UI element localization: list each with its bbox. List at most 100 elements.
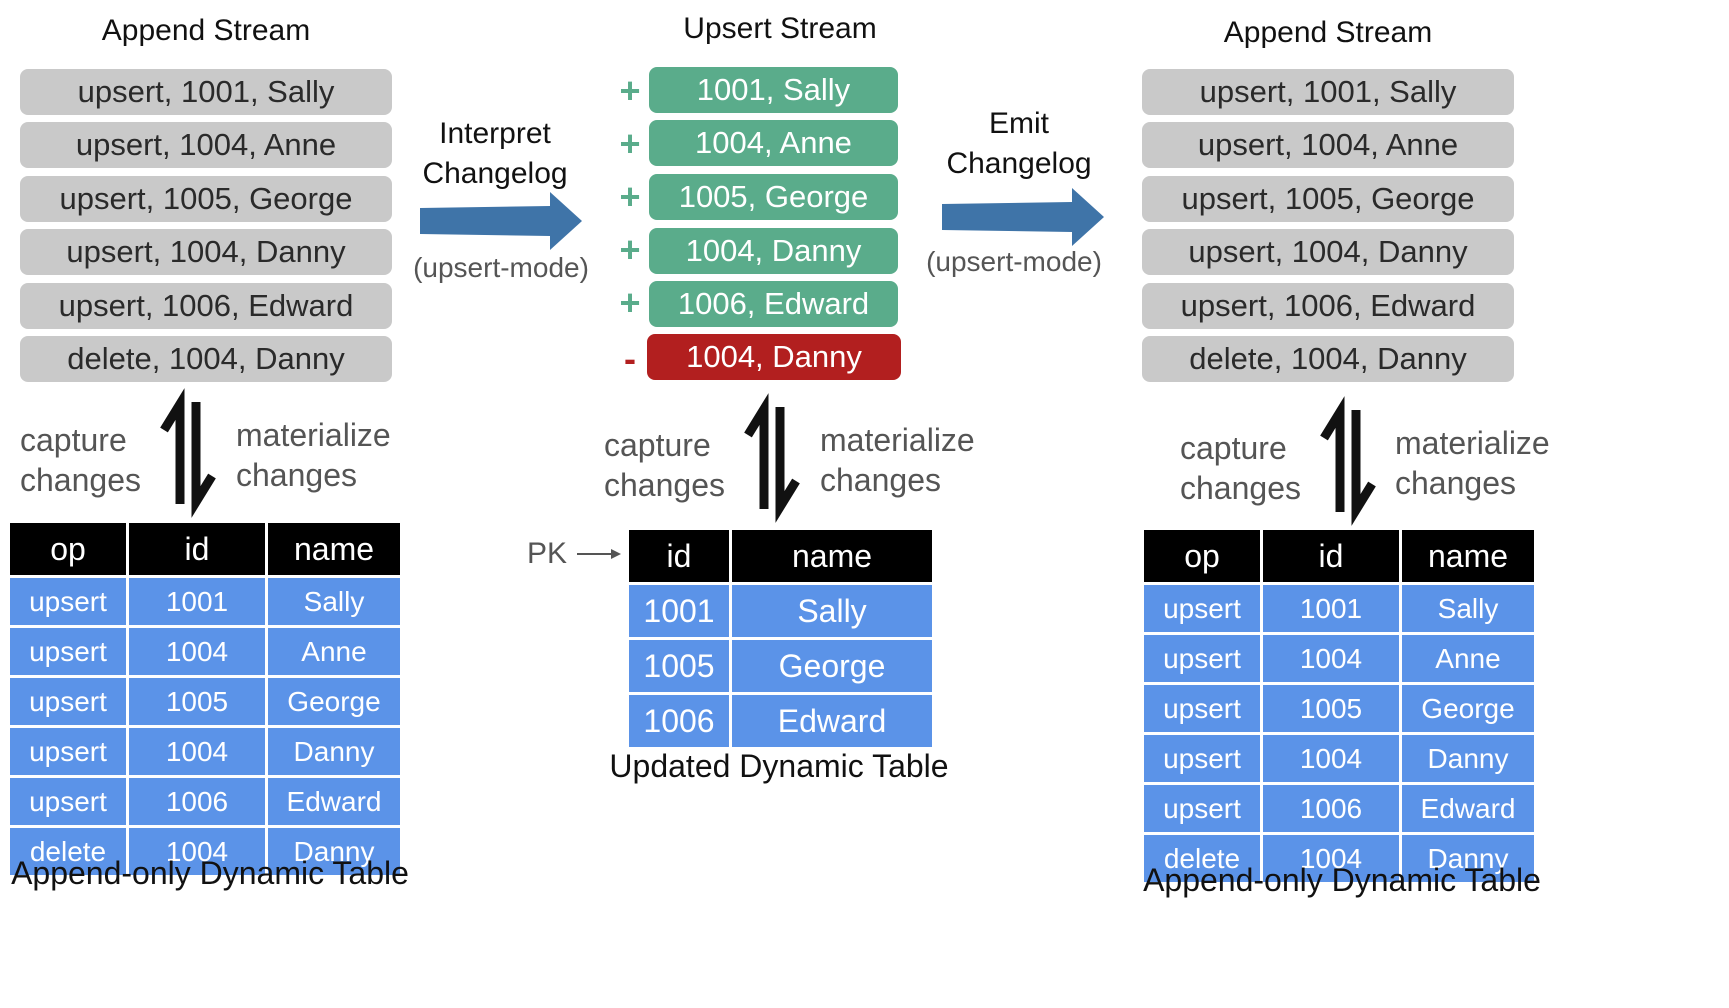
table-cell: Anne [1400,632,1534,684]
middle-bidirectional-arrow-icon [744,393,800,523]
emit-mode-label: (upsert-mode) [926,246,1102,277]
table-cell: Anne [266,625,400,677]
table-cell: 1004 [127,725,268,777]
table-cell: George [1400,682,1534,734]
table-cell: upsert [10,575,129,627]
table-cell: 1006 [629,692,732,747]
right-stream-record: upsert, 1006, Edward [1142,283,1514,329]
left-stream-record: upsert, 1001, Sally [20,69,392,115]
table-cell: Edward [266,775,400,827]
table-cell: 1001 [629,582,732,639]
table-cell: Sally [730,582,932,639]
table-cell: Danny [266,725,400,777]
primary-key-arrow-icon [577,549,621,559]
left-stream-record: delete, 1004, Danny [20,336,392,382]
left-stream-record: upsert, 1004, Danny [20,229,392,275]
upsert-record: 1001, Sally [649,67,898,113]
table-cell: 1004 [1261,732,1402,784]
table-cell: upsert [10,725,129,777]
delete-sign: - [624,338,636,379]
delete-record: 1004, Danny [647,334,901,380]
table-cell: upsert [10,675,129,727]
table-cell: Danny [266,825,400,875]
insert-sign: + [619,70,641,111]
left-stream-record: upsert, 1005, George [20,176,392,222]
table-cell: delete [10,825,129,875]
table-cell: 1004 [1261,832,1402,882]
right-stream-record: upsert, 1001, Sally [1142,69,1514,115]
table-cell: 1004 [1261,632,1402,684]
table-header: name [730,530,932,584]
table-header: id [1261,530,1402,584]
table-cell: upsert [10,625,129,677]
table-cell: 1005 [1261,682,1402,734]
table-cell: 1005 [629,637,732,694]
interpret-mode-label: (upsert-mode) [413,252,589,283]
insert-sign: + [619,282,641,323]
left-table-caption: Append-only Dynamic Table [11,855,409,891]
table-cell: Danny [1400,832,1534,882]
left-stream-title: Append Stream [101,14,311,47]
right-stream-title: Append Stream [1223,16,1433,49]
insert-sign: + [619,123,641,164]
table-header: op [10,523,129,577]
table-cell: 1004 [127,825,268,875]
upsert-record: 1004, Danny [649,228,898,274]
emit-flow-arrow-icon [942,188,1104,246]
left-stream-record: upsert, 1004, Anne [20,122,392,168]
table-header: op [1144,530,1263,584]
table-cell: upsert [1144,682,1263,734]
table-cell: Sally [266,575,400,627]
table-header: name [1400,530,1534,584]
insert-sign: + [619,176,641,217]
left-bidirectional-arrow-icon [160,388,216,518]
primary-key-label: PK [527,537,568,570]
insert-sign: + [619,229,641,270]
upsert-record: 1004, Anne [649,120,898,166]
right-stream-record: upsert, 1005, George [1142,176,1514,222]
table-cell: upsert [1144,782,1263,834]
table-header: id [629,530,732,584]
table-header: id [127,523,268,577]
table-cell: upsert [1144,582,1263,634]
table-cell: Danny [1400,732,1534,784]
table-cell: 1001 [1261,582,1402,634]
right-stream-record: upsert, 1004, Danny [1142,229,1514,275]
table-cell: George [730,637,932,694]
table-cell: George [266,675,400,727]
right-bidirectional-arrow-icon [1320,396,1376,526]
right-table-caption: Append-only Dynamic Table [1143,862,1541,898]
right-stream-record: delete, 1004, Danny [1142,336,1514,382]
table-cell: 1005 [127,675,268,727]
upsert-record: 1006, Edward [649,281,898,327]
table-cell: delete [1144,832,1263,882]
table-cell: upsert [10,775,129,827]
table-cell: Sally [1400,582,1534,634]
table-cell: 1006 [1261,782,1402,834]
table-cell: 1006 [127,775,268,827]
table-header: name [266,523,400,577]
left-stream-record: upsert, 1006, Edward [20,283,392,329]
